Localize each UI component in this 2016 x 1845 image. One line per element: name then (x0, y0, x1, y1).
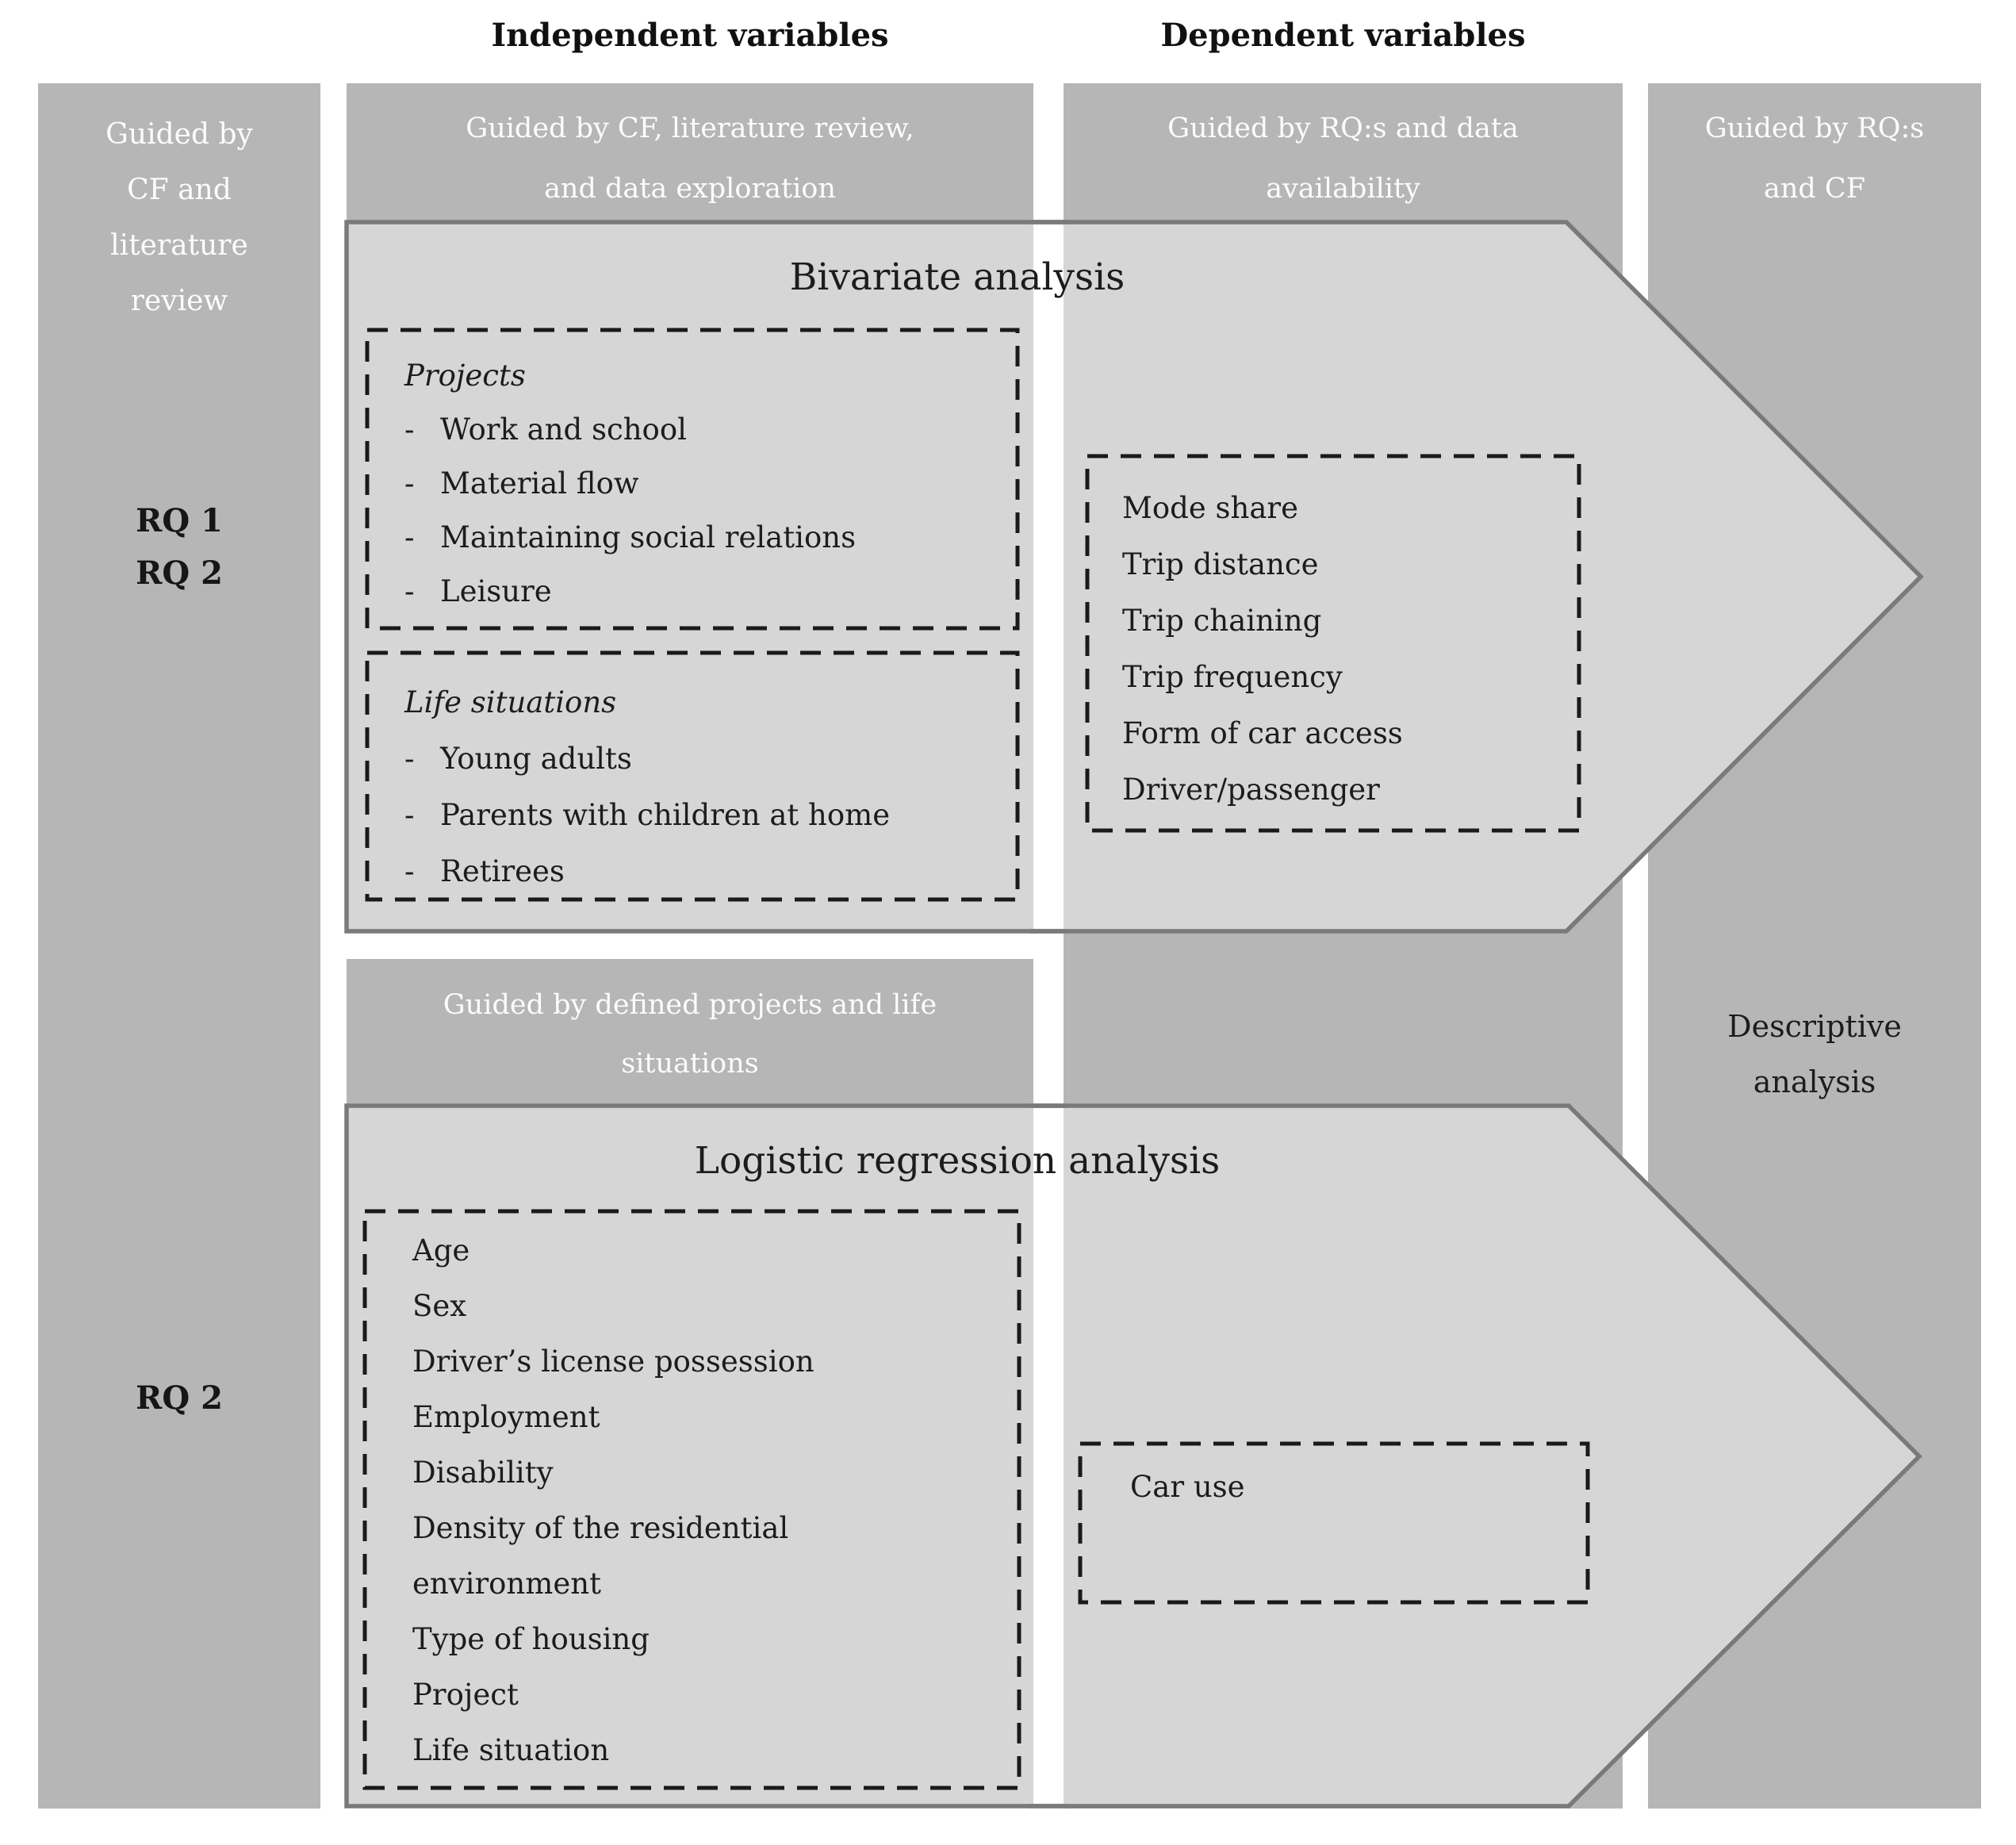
list-item: Project (412, 1678, 519, 1712)
list-item: -Young adults (404, 742, 632, 776)
car-use-dashed-box (1078, 1441, 1590, 1605)
logistic-regression-arrow (344, 1103, 1922, 1809)
rq-bottom-label: RQ 2 (136, 1379, 223, 1417)
list-item: Mode share (1122, 491, 1298, 525)
defined-projects-guidance-text: Guided by defined projects and life situ… (443, 989, 937, 1080)
projects-list: Projects -Work and school -Material flow… (404, 349, 991, 619)
dependent-column-guidance-text: Guided by RQ:s and data availability (1167, 113, 1519, 205)
list-item: Age (412, 1233, 470, 1268)
projects-label: Projects (404, 359, 526, 393)
logistic-regression-title: Logistic regression analysis (694, 1139, 1221, 1183)
bivariate-analysis-arrow (344, 220, 1924, 934)
list-item: Life situation (412, 1733, 610, 1767)
column-gap-strip-bottom (1033, 1108, 1064, 1804)
left-column-guidance-text: Guided by CF and literature review (105, 118, 253, 317)
list-item: -Retirees (404, 854, 565, 888)
list-item: Density of the residential environment (412, 1511, 789, 1601)
descriptive-analysis-label: Descriptive analysis (1727, 1009, 1902, 1099)
bivariate-dependent-dashed-box (1085, 454, 1581, 833)
list-item: Disability (412, 1456, 554, 1490)
list-item: Driver/passenger (1122, 773, 1380, 807)
independent-variables-label: Independent variables (491, 17, 889, 54)
life-situations-dashed-box (365, 650, 1020, 902)
list-item: Type of housing (412, 1622, 650, 1656)
list-item: Driver’s license possession (412, 1344, 814, 1379)
logistic-independent-list: Age Sex Driver’s license possession Empl… (412, 1223, 936, 1778)
list-item: Form of car access (1122, 716, 1403, 750)
list-item: -Material flow (404, 466, 639, 501)
independent-variables-header-box (347, 83, 1033, 226)
list-item: -Work and school (404, 412, 687, 447)
list-item: Trip distance (1122, 547, 1319, 581)
life-situations-label: Life situations (404, 685, 617, 719)
list-item: -Maintaining social relations (404, 520, 857, 554)
defined-projects-header-box (347, 959, 1033, 1107)
logistic-independent-dashed-box (362, 1209, 1021, 1790)
list-item: Employment (412, 1400, 600, 1434)
left-guidance-column (38, 83, 320, 1809)
projects-dashed-box (365, 328, 1020, 631)
list-item: Trip frequency (1122, 660, 1343, 694)
bivariate-analysis-title: Bivariate analysis (789, 255, 1125, 299)
list-item: Sex (412, 1289, 467, 1323)
independent-column-guidance-text: Guided by CF, literature review, and dat… (466, 113, 914, 205)
dependent-variables-label: Dependent variables (1160, 17, 1526, 54)
bivariate-dependent-list: Mode share Trip distance Trip chaining T… (1122, 480, 1566, 818)
rq-top-labels: RQ 1 RQ 2 (136, 502, 223, 592)
list-item: -Parents with children at home (404, 798, 891, 832)
column-gap-strip-top (1033, 224, 1064, 929)
car-use-label: Car use (1130, 1470, 1245, 1504)
list-item: Trip chaining (1122, 604, 1322, 638)
life-situations-list: Life situations -Young adults -Parents w… (404, 674, 991, 899)
right-column-guidance-text: Guided by RQ:s and CF (1704, 113, 1925, 205)
list-item: -Leisure (404, 574, 552, 608)
